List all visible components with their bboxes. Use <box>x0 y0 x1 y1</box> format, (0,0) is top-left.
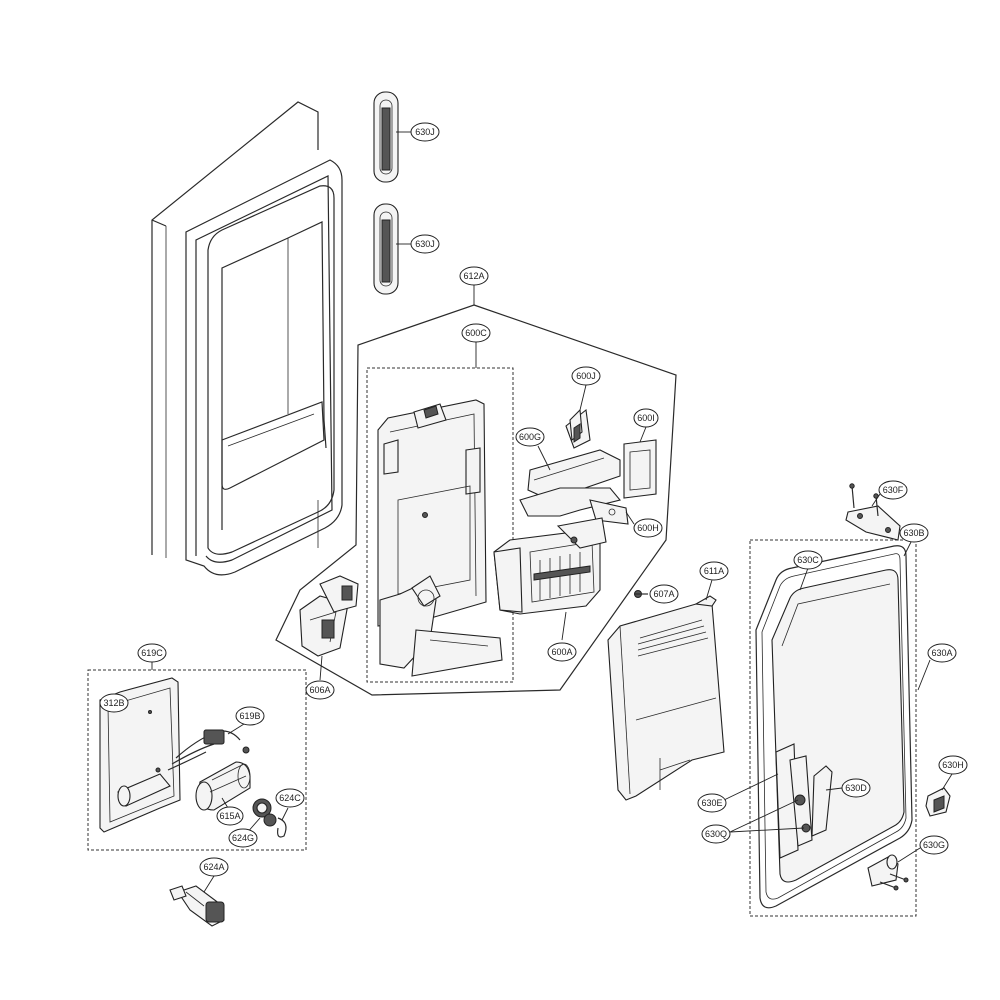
callout-615A: 615A <box>216 806 244 826</box>
gear-624G <box>252 798 277 827</box>
callout-label: 630D <box>845 783 867 793</box>
callout-label: 630J <box>415 127 435 137</box>
callout-606A: 606A <box>305 680 335 700</box>
callout-label: 606A <box>309 685 330 695</box>
motor-615A <box>195 761 251 811</box>
callout-label: 630F <box>883 485 904 495</box>
callout-label: 615A <box>219 811 240 821</box>
callout-label: 630A <box>931 648 952 658</box>
callout-624A: 624A <box>199 857 229 877</box>
callout-630B: 630B <box>899 523 929 543</box>
callout-label: 630B <box>903 528 924 538</box>
callout-label: 600G <box>519 432 541 442</box>
callout-label: 600A <box>551 647 572 657</box>
group-box-619C <box>87 669 307 851</box>
group-box-630A <box>749 539 917 917</box>
callout-label: 312B <box>103 698 124 708</box>
callout-600G: 600G <box>515 427 545 447</box>
callout-label: 630H <box>942 760 964 770</box>
callout-label: 619C <box>141 648 163 658</box>
handle-bracket-630E <box>775 743 813 859</box>
screw-607A <box>634 590 648 598</box>
callout-label: 624G <box>232 833 254 843</box>
callout-label: 612A <box>463 271 484 281</box>
callout-630H: 630H <box>938 755 968 775</box>
callout-label: 630J <box>415 239 435 249</box>
callout-label: 600H <box>637 523 659 533</box>
callout-label: 600J <box>576 371 596 381</box>
group-box-600C <box>366 367 514 683</box>
handle-630J-top <box>373 91 399 183</box>
callout-600H: 600H <box>633 518 663 538</box>
bracket-600J <box>565 408 591 449</box>
callout-label: 607A <box>653 589 674 599</box>
callout-600J: 600J <box>571 366 601 386</box>
callout-619B: 619B <box>235 706 265 726</box>
callout-label: 624C <box>279 793 301 803</box>
door-gasket-630C <box>755 545 913 909</box>
callout-600C: 600C <box>461 323 491 343</box>
handle-630J-bottom <box>373 203 399 295</box>
callout-624C: 624C <box>275 788 305 808</box>
callout-312B: 312B <box>99 693 129 713</box>
callout-630F: 630F <box>878 480 908 500</box>
callout-630J-bottom: 630J <box>410 234 440 254</box>
callout-label: 630Q <box>705 829 727 839</box>
panel-611A <box>607 595 725 801</box>
callout-label: 600I <box>637 413 655 423</box>
assembly-outline-612A <box>275 304 677 696</box>
callout-630A: 630A <box>927 643 957 663</box>
ice-maker-600A <box>493 517 607 615</box>
part-630H <box>925 787 951 817</box>
callout-630E: 630E <box>697 793 727 813</box>
callout-label: 630C <box>797 555 819 565</box>
callout-612A: 612A <box>459 266 489 286</box>
handle-630D <box>811 765 833 837</box>
part-630G <box>867 854 909 891</box>
callout-label: 630G <box>923 840 945 850</box>
refrigerator-door-panel <box>151 101 343 576</box>
ice-maker-housing-600C <box>377 399 503 677</box>
callout-600I: 600I <box>633 408 659 428</box>
callout-label: 624A <box>203 862 224 872</box>
callout-630J-top: 630J <box>410 122 440 142</box>
callout-630D: 630D <box>841 778 871 798</box>
part-624A <box>169 885 225 927</box>
callout-label: 630E <box>701 798 722 808</box>
clip-624C <box>277 817 287 838</box>
callout-label: 619B <box>239 711 260 721</box>
callout-label: 611A <box>704 566 724 576</box>
callout-600A: 600A <box>547 642 577 662</box>
callout-624G: 624G <box>228 828 258 848</box>
callout-label: 600C <box>465 328 487 338</box>
wire-harness-619B <box>167 729 250 771</box>
callout-607A: 607A <box>649 584 679 604</box>
callout-630Q: 630Q <box>701 824 731 844</box>
frame-600I <box>623 439 657 499</box>
callout-630C: 630C <box>793 550 823 570</box>
callout-619C: 619C <box>137 643 167 663</box>
cover-600G <box>519 449 621 517</box>
part-606A <box>299 575 359 657</box>
hinge-630F <box>845 483 901 541</box>
callout-611A: 611A <box>699 561 729 581</box>
callout-630G: 630G <box>919 835 949 855</box>
dispenser-cover-312B <box>99 677 181 833</box>
